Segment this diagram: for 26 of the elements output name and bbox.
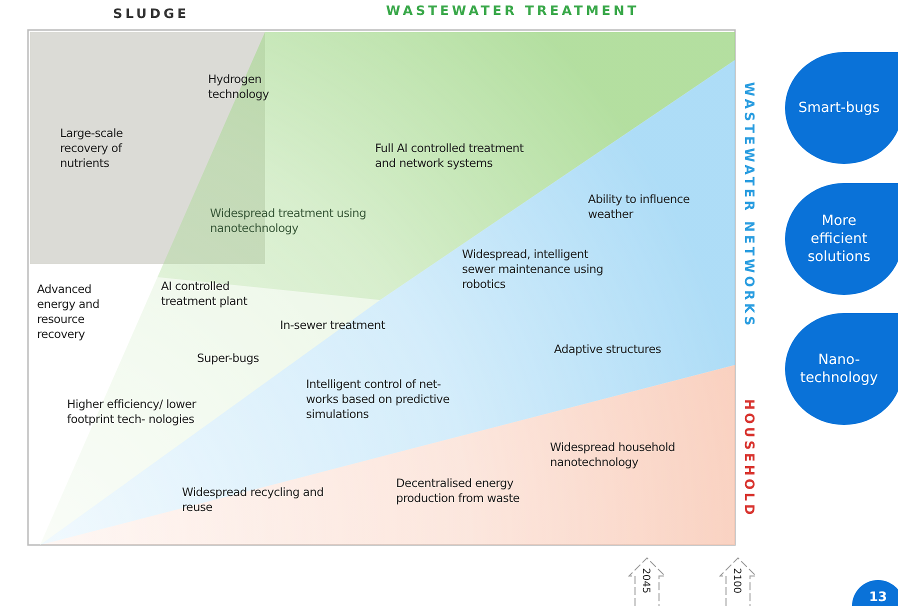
year-label: 2100 <box>731 568 742 594</box>
roadmap-item: Higher efficiency/ lower footprint tech- nologies <box>67 397 197 427</box>
topic-label: Nano- technology <box>799 351 879 387</box>
roadmap-item: Super-bugs <box>197 351 260 366</box>
roadmap-item: Full AI controlled treatment and network systems <box>375 141 525 171</box>
roadmap-item: Widespread treatment using nanotechnology <box>210 206 368 236</box>
topic-label: Smart-bugs <box>797 99 881 117</box>
roadmap-item: Adaptive structures <box>554 342 662 357</box>
roadmap-item: Ability to influence weather <box>588 192 691 222</box>
year-label: 2045 <box>640 568 651 594</box>
roadmap-item: Advanced energy and resource recovery <box>37 282 100 342</box>
sector-heading: HOUSEHOLD <box>741 399 756 518</box>
roadmap-item: Large-scale recovery of nutrients <box>60 126 124 171</box>
roadmap-item: Widespread recycling and reuse <box>182 485 325 515</box>
page-number: 13 <box>852 580 898 606</box>
roadmap-item: AI controlled treatment plant <box>161 279 248 309</box>
roadmap-item: Widespread, intelligent sewer maintenance using robotics <box>462 247 604 292</box>
sector-heading: SLUDGE <box>113 7 190 22</box>
roadmap-item: Hydrogen technology <box>208 72 270 102</box>
roadmap-item: Widespread household nanotechnology <box>550 440 676 470</box>
roadmap-item: Decentralised energy production from waste <box>396 476 521 506</box>
topic-label: More efficient solutions <box>806 212 872 266</box>
sector-heading: WASTEWATER TREATMENT <box>386 4 640 19</box>
roadmap-item: Intelligent control of net- works based on predictive simulations <box>306 377 451 422</box>
roadmap-item: In-sewer treatment <box>280 318 386 333</box>
sector-heading: WASTEWATER NETWORKS <box>741 82 756 328</box>
